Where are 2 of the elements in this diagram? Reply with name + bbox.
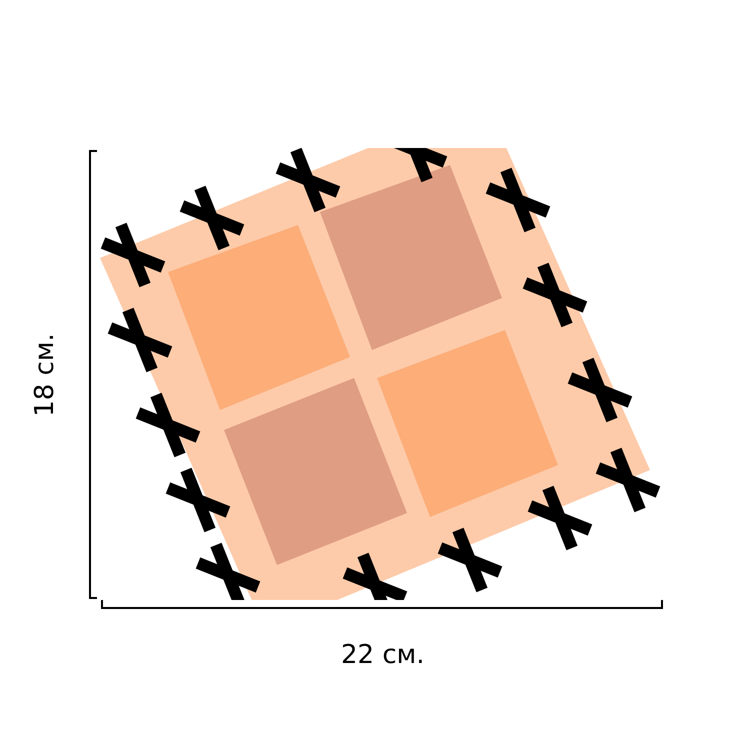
dimension-label: 18 см. <box>32 333 58 417</box>
dimension-label: 22 см. <box>341 642 425 668</box>
